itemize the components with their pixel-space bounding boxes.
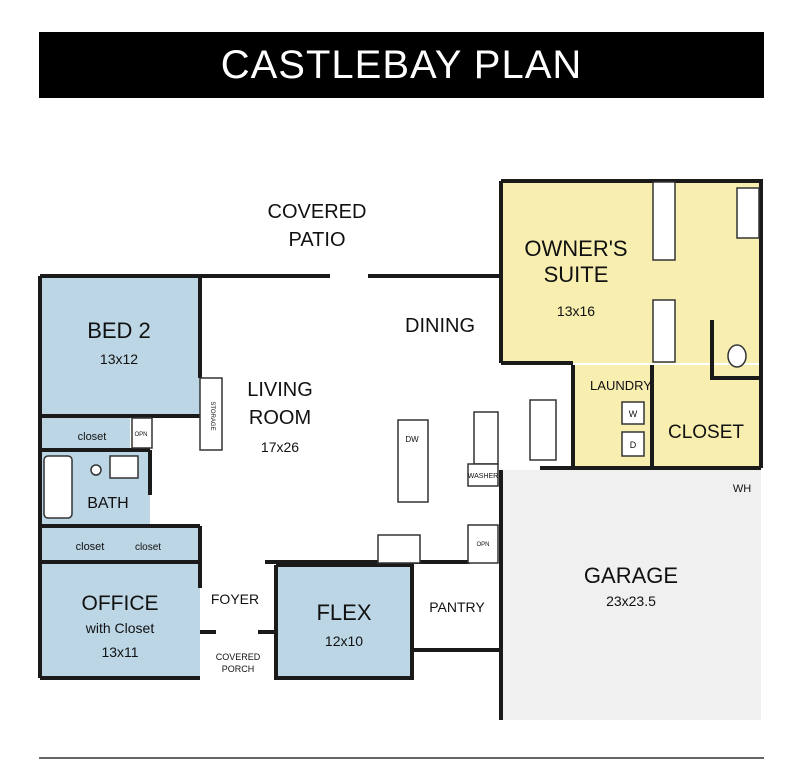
garage-size: 23x23.5 <box>606 593 656 609</box>
porch-line2: PORCH <box>222 664 255 674</box>
kitchen-island <box>397 419 429 503</box>
flex-box <box>274 563 414 680</box>
bed2-closet-name: closet <box>78 431 107 443</box>
suite-vanity-bottom <box>652 299 676 363</box>
washer-box <box>467 463 499 487</box>
toilet <box>90 464 102 476</box>
living-size: 17x26 <box>261 439 299 455</box>
bottom-rule <box>39 757 764 759</box>
office-size: 13x11 <box>101 644 138 660</box>
storage-label: STORAGE <box>209 401 215 430</box>
garage-fill <box>501 470 761 720</box>
owners-suite-fill <box>501 181 761 363</box>
living-line1: LIVING <box>247 379 313 401</box>
suite-linen <box>529 399 557 461</box>
suite-toilet <box>727 344 747 368</box>
suite-line2: SUITE <box>544 262 609 287</box>
pantry-wall <box>410 565 501 652</box>
dw-label: DW <box>405 435 419 444</box>
foyer-name: FOYER <box>211 591 259 607</box>
counter-left <box>473 411 499 465</box>
dryer-label: D <box>630 440 637 450</box>
laundry-fill <box>573 365 761 468</box>
living-line2: ROOM <box>249 407 311 429</box>
title-bar: CASTLEBAY PLAN <box>39 32 764 98</box>
pantry-name: PANTRY <box>429 599 485 615</box>
linen-left-label: OPN <box>134 432 147 438</box>
office-line1: OFFICE <box>82 592 159 615</box>
flex-name: FLEX <box>316 600 371 625</box>
office-closet-right: closet <box>135 542 161 553</box>
owners-outer <box>501 179 763 468</box>
patio-line1: COVERED <box>268 201 367 223</box>
shower <box>736 187 760 239</box>
dryer <box>621 431 645 457</box>
closet-big-name: CLOSET <box>668 422 744 443</box>
linen-right-label: OPN <box>476 542 489 548</box>
bed2-size: 13x12 <box>100 351 138 367</box>
labels: COVERED PATIO BED 2 13x12 LIVING ROOM 17… <box>76 201 752 674</box>
office-closet-left: closet <box>76 541 105 553</box>
suite-bath-wall <box>710 320 761 380</box>
sink <box>109 455 139 479</box>
porch-line1: COVERED <box>216 652 261 662</box>
bed2-closet-fill <box>40 418 130 450</box>
suite-line1: OWNER'S <box>524 236 627 261</box>
bath-name: BATH <box>87 495 128 512</box>
walls <box>38 179 763 720</box>
bathtub <box>43 455 73 519</box>
patio-line2: PATIO <box>288 229 345 251</box>
garage-name: GARAGE <box>584 563 678 588</box>
bed2-name: BED 2 <box>87 318 151 343</box>
wh-label: WH <box>733 483 751 495</box>
flex-fill <box>276 565 412 678</box>
washer <box>621 401 645 425</box>
suite-vanity-top <box>652 181 676 261</box>
laundry-name: LAUNDRY <box>590 378 652 393</box>
dining-name: DINING <box>405 315 475 337</box>
washer-box-label: WASHER <box>468 473 498 480</box>
bed2-linen <box>131 417 153 449</box>
office-line2: with Closet <box>85 620 155 636</box>
media-unit <box>199 377 223 451</box>
suite-size: 13x16 <box>557 303 595 319</box>
plan-title: CASTLEBAY PLAN <box>220 42 583 87</box>
office-fill <box>40 564 200 678</box>
linen-cabinet <box>467 524 499 564</box>
bed2-fill <box>40 276 200 416</box>
office-closet-fill <box>40 527 198 562</box>
flex-size: 12x10 <box>325 633 363 649</box>
washer-label: W <box>629 409 638 419</box>
fixtures <box>43 181 760 564</box>
fridge <box>377 534 421 564</box>
